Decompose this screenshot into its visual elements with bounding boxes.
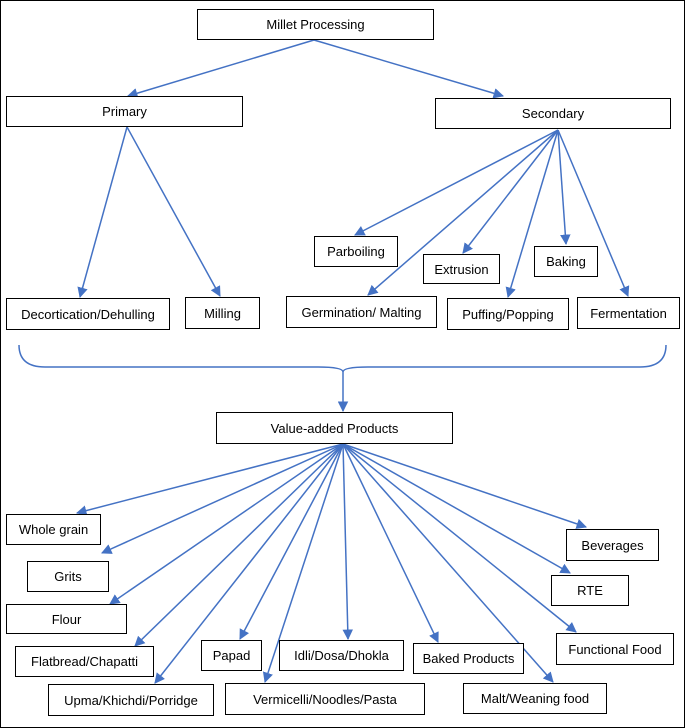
node-milling: Milling xyxy=(185,297,260,329)
grouping-brace xyxy=(18,344,667,373)
node-secondary: Secondary xyxy=(435,98,671,129)
node-decortication: Decortication/Dehulling xyxy=(6,298,170,330)
node-rte: RTE xyxy=(551,575,629,606)
node-fermentation: Fermentation xyxy=(577,297,680,329)
edge-va-functional-food xyxy=(342,443,577,633)
edge-va-whole-grain xyxy=(75,443,344,516)
node-millet-processing: Millet Processing xyxy=(197,9,434,40)
node-value-added-products: Value-added Products xyxy=(216,412,453,444)
node-parboiling: Parboiling xyxy=(314,236,398,267)
node-grits: Grits xyxy=(27,561,109,592)
node-flour: Flour xyxy=(6,604,127,634)
node-vermicelli: Vermicelli/Noodles/Pasta xyxy=(225,683,425,715)
edge-secondary-extrusion xyxy=(462,129,559,254)
edge-primary-milling xyxy=(126,126,221,297)
node-functional-food: Functional Food xyxy=(556,633,674,665)
node-baked-products: Baked Products xyxy=(413,643,524,674)
edge-root-secondary xyxy=(313,39,505,99)
node-extrusion: Extrusion xyxy=(423,254,500,284)
node-idli: Idli/Dosa/Dhokla xyxy=(279,640,404,671)
edge-secondary-puffing xyxy=(505,129,559,299)
edge-va-upma xyxy=(154,443,344,684)
edge-va-flatbread xyxy=(134,443,344,647)
node-beverages: Beverages xyxy=(566,529,659,561)
edge-va-rte xyxy=(342,443,571,574)
node-whole-grain: Whole grain xyxy=(6,514,101,545)
node-upma: Upma/Khichdi/Porridge xyxy=(48,684,214,716)
node-papad: Papad xyxy=(201,640,262,671)
node-germination: Germination/ Malting xyxy=(286,296,437,328)
edge-root-primary xyxy=(126,39,315,99)
edge-va-flour xyxy=(109,443,344,605)
edge-secondary-germination xyxy=(367,129,559,296)
edge-secondary-parboiling xyxy=(354,129,559,236)
node-flatbread: Flatbread/Chapatti xyxy=(15,646,154,677)
edge-va-beverages xyxy=(342,443,587,529)
edge-va-grits xyxy=(101,443,344,554)
edge-secondary-baking xyxy=(557,129,571,246)
edge-va-malt xyxy=(342,443,554,683)
edge-va-papad xyxy=(239,443,344,640)
edge-va-idli xyxy=(342,443,354,641)
edge-va-baked-products xyxy=(342,443,439,643)
node-puffing: Puffing/Popping xyxy=(447,298,569,330)
edge-secondary-fermentation xyxy=(557,129,630,297)
node-primary: Primary xyxy=(6,96,243,127)
edge-primary-decortication xyxy=(77,126,128,299)
node-baking: Baking xyxy=(534,246,598,277)
edge-va-vermicelli xyxy=(262,443,344,683)
node-malt: Malt/Weaning food xyxy=(463,683,607,714)
